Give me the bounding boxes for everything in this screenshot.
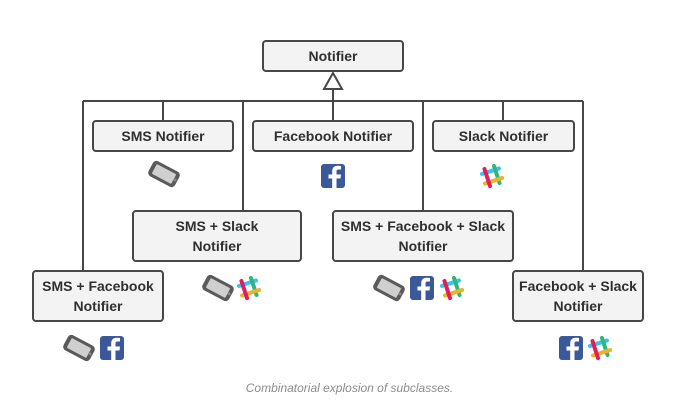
inheritance-lines	[82, 89, 584, 271]
hollow-triangle-arrow	[322, 70, 344, 90]
class-facebook: Facebook Notifier	[252, 120, 414, 152]
class-facebook-label: Facebook Notifier	[274, 128, 393, 144]
facebook-icon	[321, 164, 345, 188]
class-sms-slack-label: Notifier	[193, 238, 243, 254]
class-facebook-slack-label: Facebook + Slack	[519, 278, 637, 294]
inheritance-arrow	[322, 70, 344, 90]
class-sms: SMS Notifier	[92, 120, 234, 152]
class-notifier-label: Notifier	[309, 48, 359, 64]
facebook-icon	[559, 336, 583, 360]
class-sms-facebook-rect	[32, 270, 164, 322]
class-facebook-rect	[252, 120, 414, 152]
class-sms-slack-rect	[132, 210, 302, 262]
slack-icon	[478, 162, 506, 190]
class-notifier-rect	[262, 40, 404, 72]
slack-icon	[586, 334, 614, 362]
facebook-icon	[100, 336, 124, 360]
class-sms-label: SMS Notifier	[121, 128, 205, 144]
class-facebook-slack-label: Notifier	[554, 298, 604, 314]
figure-caption: Combinatorial explosion of subclasses.	[245, 381, 454, 395]
slack-icon	[235, 274, 263, 302]
class-sms-facebook-label: SMS + Facebook	[42, 278, 154, 294]
class-notifier: Notifier	[262, 40, 404, 72]
class-slack: Slack Notifier	[432, 120, 575, 152]
class-sms-facebook-label: Notifier	[74, 298, 124, 314]
class-slack-label: Slack Notifier	[459, 128, 549, 144]
facebook-icon	[410, 276, 434, 300]
class-sms-rect	[92, 120, 234, 152]
class-sms-slack-label: SMS + Slack	[176, 218, 259, 234]
phone-icon	[61, 333, 97, 363]
phone-icon	[200, 273, 236, 303]
slack-icon	[438, 274, 466, 302]
class-slack-rect	[432, 120, 575, 152]
phone-icon	[146, 159, 182, 189]
class-facebook-slack-rect	[512, 270, 644, 322]
class-sms-facebook-slack-rect	[332, 210, 514, 262]
phone-icon	[371, 273, 407, 303]
class-sms-facebook-slack-label: SMS + Facebook + Slack	[341, 218, 505, 234]
class-sms-facebook-slack-label: Notifier	[399, 238, 449, 254]
